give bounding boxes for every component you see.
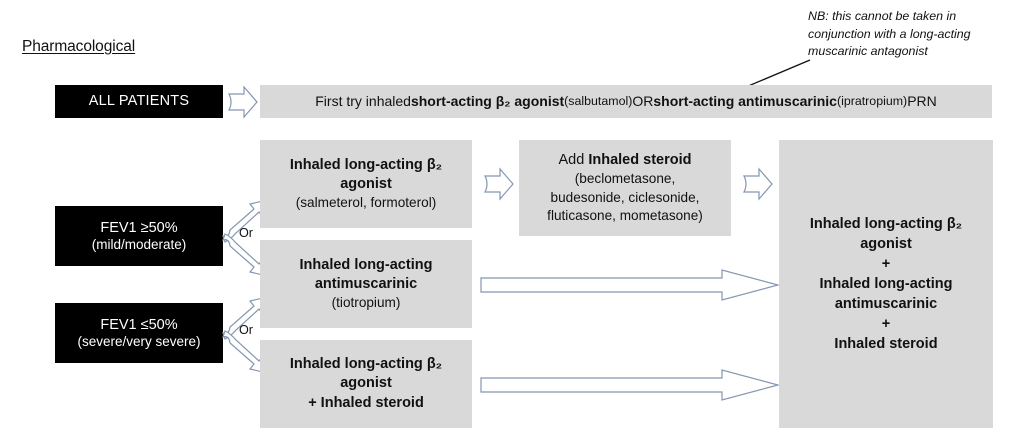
patient-group-all-patients[interactable]: ALL PATIENTS — [55, 85, 223, 118]
treatment-box-laba-plus-ics[interactable]: Inhaled long-acting β₂ agonist + Inhaled… — [260, 340, 472, 428]
patient-group-sublabel: (mild/moderate) — [91, 236, 187, 252]
treatment-box-laba[interactable]: Inhaled long-acting β₂ agonist (salmeter… — [260, 140, 472, 228]
long-arrow-lama-to-triple — [480, 269, 781, 301]
nb-line-1: NB: this cannot be taken in — [808, 9, 957, 23]
patient-group-label: FEV1 ≤50% — [100, 316, 178, 333]
add-ics-examples-3: fluticasone, mometasone) — [547, 207, 703, 223]
add-ics-prefix: Add — [558, 151, 589, 168]
add-ics-title: Add Inhaled steroid — [559, 151, 692, 170]
laba-line-1: Inhaled long-acting β₂ — [289, 156, 443, 173]
or-label-mild: Or — [239, 226, 253, 240]
or-label-severe: Or — [239, 323, 253, 337]
page-title: Pharmacological — [22, 38, 136, 55]
first-try-saba-example: (salbutamol) — [564, 94, 633, 109]
patient-group-label: FEV1 ≥50% — [100, 219, 178, 236]
treatment-box-add-inhaled-steroid[interactable]: Add Inhaled steroid (beclometasone, bude… — [519, 140, 731, 236]
first-try-sama: short-acting antimuscarinic — [653, 93, 837, 110]
triple-line-3: Inhaled long-acting — [819, 276, 953, 292]
add-ics-examples-2: budesonide, ciclesonide, — [550, 189, 700, 205]
chevron-arrow-laba-to-ics — [484, 167, 514, 201]
lama-line-2: antimuscarinic — [314, 276, 418, 293]
nb-annotation: NB: this cannot be taken in conjunction … — [808, 8, 1004, 61]
triple-line-5: Inhaled steroid — [834, 336, 938, 352]
labaics-line-2: agonist — [340, 375, 392, 392]
chevron-arrow-ics-to-triple — [743, 167, 773, 201]
triple-line-4: antimuscarinic — [834, 296, 938, 312]
labaics-line-1: Inhaled long-acting β₂ — [289, 356, 443, 373]
triple-line-2: agonist — [860, 236, 912, 252]
add-ics-examples-1: (beclometasone, — [574, 171, 676, 187]
first-try-seg-1: First try inhaled — [315, 93, 411, 110]
triple-plus-1: + — [881, 256, 891, 272]
patient-group-sublabel: (severe/very severe) — [77, 333, 201, 349]
patient-group-fev1-severe[interactable]: FEV1 ≤50% (severe/very severe) — [55, 303, 223, 363]
patient-group-fev1-mild-moderate[interactable]: FEV1 ≥50% (mild/moderate) — [55, 206, 223, 266]
treatment-box-triple-therapy[interactable]: Inhaled long-acting β₂ agonist + Inhaled… — [779, 140, 993, 428]
triple-plus-2: + — [881, 316, 891, 332]
nb-line-2: conjunction with a long-acting — [808, 26, 971, 41]
chevron-arrow-all-patients — [228, 85, 258, 119]
triple-line-1: Inhaled long-acting β₂ — [809, 216, 963, 232]
treatment-box-first-line[interactable]: First try inhaled short-acting β₂ agonis… — [260, 85, 992, 118]
first-try-saba: short-acting β₂ agonist — [410, 93, 565, 110]
laba-examples: (salmeterol, formoterol) — [295, 195, 437, 211]
labaics-line-3: + Inhaled steroid — [308, 394, 424, 411]
lama-examples: (tiotropium) — [331, 295, 401, 311]
long-arrow-labaics-to-triple — [480, 369, 781, 401]
first-try-prn: PRN — [907, 93, 937, 110]
add-ics-bold: Inhaled steroid — [588, 151, 692, 168]
treatment-box-lama[interactable]: Inhaled long-acting antimuscarinic (tiot… — [260, 240, 472, 328]
laba-line-2: agonist — [340, 176, 392, 193]
lama-line-1: Inhaled long-acting — [299, 256, 433, 273]
nb-line-3: muscarinic antagonist — [808, 44, 928, 59]
first-try-or: OR — [632, 93, 654, 110]
first-try-sama-example: (ipratropium) — [836, 94, 908, 109]
patient-group-label: ALL PATIENTS — [88, 93, 190, 110]
